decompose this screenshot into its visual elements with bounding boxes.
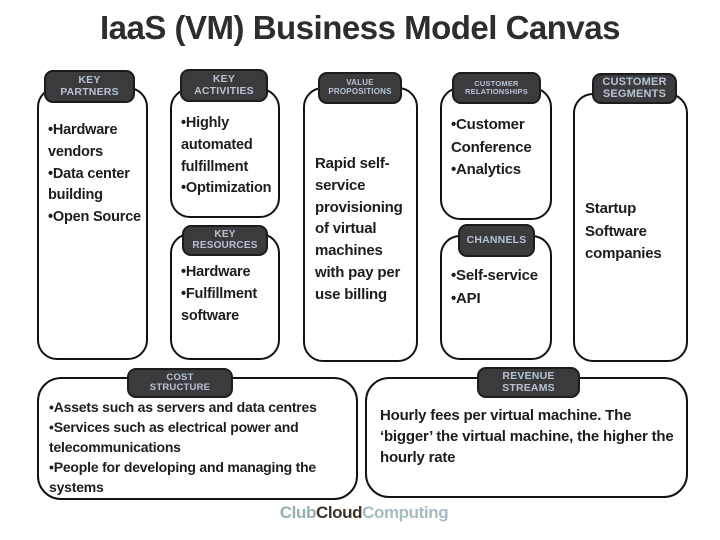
tab-customer-relationships: CUSTOMER RELATIONSHIPS	[452, 72, 541, 104]
key-partners-content: •Hardware vendors •Data center building …	[48, 122, 141, 225]
logo-cloud-text: Cloud	[315, 503, 363, 522]
tab-revenue-streams-label: REVENUE STREAMS	[502, 370, 555, 394]
revenue-streams-content: Hourly fees per virtual machine. The ‘bi…	[380, 407, 674, 466]
tab-cost-structure: COST STRUCTURE	[127, 368, 233, 398]
block-revenue-streams: Hourly fees per virtual machine. The ‘bi…	[365, 377, 688, 498]
block-customer-segments: Startup Software companies	[573, 93, 688, 362]
club-cloud-computing-logo: ClubCloudComputing	[0, 503, 720, 523]
block-customer-relationships: •Customer Conference •Analytics	[440, 87, 552, 220]
tab-customer-segments-label: CUSTOMER SEGMENTS	[602, 75, 667, 100]
logo-club-text: Club	[279, 503, 317, 522]
channels-content: •Self-service •API	[451, 267, 538, 307]
block-key-activities: •Highly automated fulfillment •Optimizat…	[170, 88, 280, 218]
tab-key-resources: KEY RESOURCES	[182, 225, 268, 256]
logo-computing-text: Computing	[362, 503, 449, 522]
tab-revenue-streams: REVENUE STREAMS	[477, 367, 580, 398]
tab-customer-segments: CUSTOMER SEGMENTS	[592, 73, 677, 104]
tab-key-activities-label: KEY ACTIVITIES	[194, 73, 254, 97]
block-key-partners: •Hardware vendors •Data center building …	[37, 87, 148, 360]
page-title: IaaS (VM) Business Model Canvas	[100, 9, 621, 46]
key-activities-content: •Highly automated fulfillment •Optimizat…	[181, 115, 272, 197]
value-propositions-content: Rapid self-service provisioning of virtu…	[315, 155, 403, 303]
tab-value-propositions-label: VALUE PROPOSITIONS	[328, 78, 392, 96]
tab-cost-structure-label: COST STRUCTURE	[149, 371, 211, 393]
tab-key-activities: KEY ACTIVITIES	[180, 69, 268, 102]
customer-segments-content: Startup Software companies	[585, 200, 662, 262]
tab-channels: CHANNELS	[458, 224, 535, 257]
tab-channels-label: CHANNELS	[466, 233, 527, 246]
tab-customer-relationships-label: CUSTOMER RELATIONSHIPS	[465, 78, 528, 96]
tab-value-propositions: VALUE PROPOSITIONS	[318, 72, 402, 104]
cost-structure-content: •Assets such as servers and data centres…	[49, 399, 317, 496]
tab-key-partners-label: KEY PARTNERS	[60, 74, 119, 98]
tab-key-partners: KEY PARTNERS	[44, 70, 135, 103]
key-resources-content: •Hardware •Fulfillment software	[181, 264, 257, 324]
customer-relationships-content: •Customer Conference •Analytics	[451, 116, 532, 178]
tab-key-resources-label: KEY RESOURCES	[192, 228, 258, 251]
block-value-propositions: Rapid self-service provisioning of virtu…	[303, 87, 418, 362]
